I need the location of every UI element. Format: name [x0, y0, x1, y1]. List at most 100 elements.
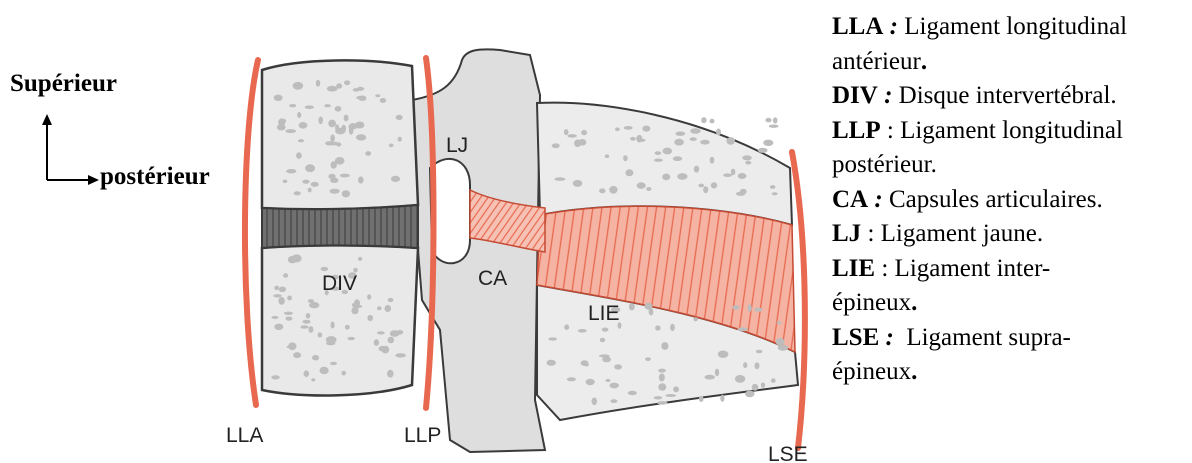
legend-sep: :: [879, 324, 894, 351]
trabecula-dot: [381, 346, 389, 354]
trabecula-dot: [365, 151, 371, 156]
trabecula-dot: [716, 129, 721, 136]
trabecula-dot: [329, 142, 339, 146]
trabecula-dot: [670, 324, 675, 331]
trabecula-dot: [288, 342, 296, 350]
trabecula-dot: [677, 173, 687, 180]
anterior-longitudinal-ligament: [245, 60, 258, 405]
trabecula-dot: [316, 80, 320, 87]
trabecula-dot: [614, 364, 622, 369]
trabecula-dot: [657, 401, 667, 405]
lower-vertebral-body: [262, 245, 418, 395]
trabecula-dot: [304, 370, 310, 377]
legend-text: Ligament inter-: [888, 255, 1050, 282]
trabecula-dot: [694, 317, 698, 321]
trabecula-dot: [358, 176, 364, 183]
trabecula-dot: [321, 267, 329, 271]
trabecula-dot: [297, 112, 301, 118]
legend-sep: :: [881, 117, 894, 144]
trabecula-dot: [367, 294, 371, 299]
trabecula-dot: [600, 338, 605, 343]
trabecula-dot: [769, 125, 779, 128]
trabecula-dot: [615, 127, 620, 131]
trabecula-dot: [552, 143, 560, 148]
trabecula-dot: [274, 324, 283, 330]
legend-abbr: LIE: [832, 255, 875, 282]
trabecula-dot: [655, 151, 662, 155]
trabecula-dot: [395, 353, 406, 357]
trabecula-dot: [625, 169, 633, 176]
trabecula-dot: [278, 118, 285, 126]
lla-label: LLA: [226, 424, 263, 447]
llp-label: LLP: [404, 424, 441, 447]
trabecula-dot: [674, 139, 684, 146]
trabecula-dot: [701, 117, 706, 123]
legend-item-lse: LSE : Ligament supra- épineux.: [832, 321, 1192, 390]
trabecula-dot: [335, 157, 345, 165]
legend-end: .: [911, 358, 917, 385]
trabecula-dot: [374, 339, 379, 346]
legend-sep: :: [861, 220, 874, 247]
trabecula-dot: [586, 379, 595, 385]
trabecula-dot: [311, 182, 319, 187]
trabecula-dot: [673, 156, 682, 161]
trabecula-dot: [547, 360, 556, 366]
legend: LLA : Ligament longitudinal antérieur. D…: [832, 10, 1192, 390]
trabecula-dot: [295, 83, 300, 86]
trabecula-dot: [273, 294, 281, 297]
legend-item-div: DIV : Disque intervertébral.: [832, 79, 1192, 114]
trabecula-dot: [330, 362, 337, 365]
legend-abbr: DIV: [832, 82, 878, 109]
trabecula-dot: [353, 305, 363, 308]
trabecula-dot: [353, 88, 360, 92]
trabecula-dot: [773, 117, 778, 123]
trabecula-dot: [573, 180, 583, 187]
legend-abbr: CA: [832, 186, 868, 213]
trabecula-dot: [344, 80, 350, 85]
legend-item-lie: LIE : Ligament inter- épineux.: [832, 252, 1192, 321]
trabecula-dot: [599, 354, 610, 357]
trabecula-dot: [299, 122, 308, 129]
trabecula-dot: [731, 169, 736, 176]
trabecula-dot: [609, 383, 619, 389]
trabecula-dot: [344, 115, 349, 122]
trabecula-dot: [396, 115, 403, 120]
trabecula-dot: [715, 369, 719, 376]
trabecula-dot: [300, 325, 308, 329]
trabecula-dot: [377, 331, 385, 334]
trabecula-dot: [285, 129, 296, 133]
trabecula-dot: [745, 161, 751, 165]
trabecula-dot: [294, 191, 301, 195]
legend-text-cont: postérieur.: [832, 151, 937, 178]
trabecula-dot: [330, 135, 335, 142]
trabecula-dot: [302, 180, 309, 184]
trabecula-dot: [628, 391, 637, 395]
div-label: DIV: [322, 272, 357, 295]
trabecula-dot: [602, 328, 609, 332]
trabecula-dot: [711, 182, 717, 188]
trabecula-dot: [356, 134, 366, 140]
trabecula-dot: [777, 321, 782, 324]
legend-abbr: LLA: [832, 13, 883, 40]
trabecula-dot: [659, 374, 665, 382]
trabecula-dot: [306, 313, 311, 318]
trabecula-dot: [298, 139, 304, 142]
trabecula-dot: [645, 357, 651, 361]
trabecula-dot: [385, 305, 392, 312]
trabecula-dot: [654, 396, 663, 399]
trabecula-dot: [776, 338, 785, 346]
trabecula-dot: [554, 177, 565, 181]
legend-abbr: LJ: [832, 220, 861, 247]
lie-label: LIE: [588, 302, 620, 325]
trabecula-dot: [328, 120, 336, 128]
trabecula-dot: [274, 286, 279, 291]
legend-sep: :: [883, 13, 898, 40]
legend-text: Capsules articulaires.: [883, 186, 1103, 213]
trabecula-dot: [710, 119, 715, 124]
trabecula-dot: [293, 352, 301, 358]
trabecula-dot: [637, 182, 646, 189]
trabecula-dot: [705, 375, 715, 380]
legend-text-cont: épineux: [832, 289, 911, 316]
trabecula-dot: [703, 186, 708, 193]
trabecula-dot: [284, 312, 293, 315]
